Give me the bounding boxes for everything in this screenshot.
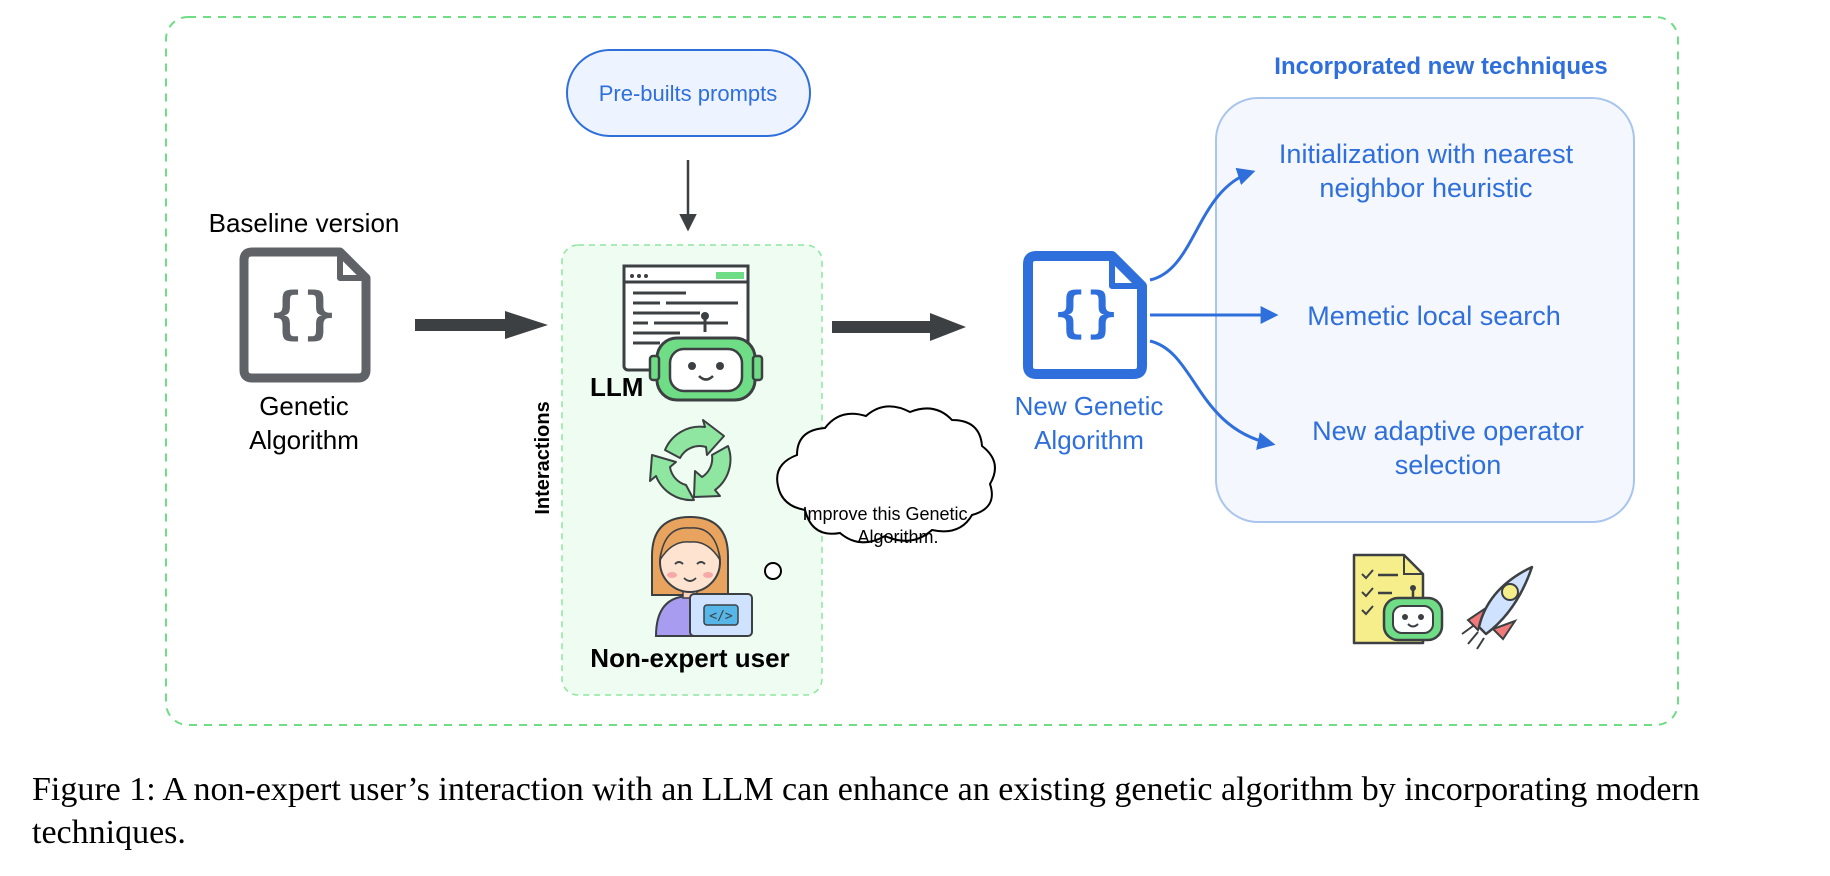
robot-icon	[648, 312, 764, 402]
technique-arrow-1	[1149, 167, 1256, 282]
interactions-label: Interactions	[532, 401, 554, 514]
flow-arrow-1	[415, 311, 548, 339]
new-genetic-algorithm-line1: New Genetic	[1015, 391, 1164, 421]
diagram: Pre-builts prompts Baseline version {} G…	[165, 16, 1679, 726]
genetic-algorithm-line2: Algorithm	[249, 425, 359, 455]
llm-label: LLM	[590, 372, 643, 402]
rocket-icon	[1461, 565, 1534, 650]
outer-frame	[165, 16, 1679, 726]
technique-3-line2: selection	[1395, 450, 1502, 480]
svg-text:</>: </>	[709, 609, 733, 624]
figure-caption: Figure 1: A non-expert user’s interactio…	[32, 771, 1700, 851]
techniques-title: Incorporated new techniques	[1274, 53, 1607, 80]
technique-1-line2: neighbor heuristic	[1319, 173, 1532, 203]
speech-line2: Algorithm.	[857, 527, 938, 547]
technique-3-line1: New adaptive operator	[1312, 416, 1584, 446]
techniques-panel	[1215, 97, 1635, 523]
genetic-algorithm-line1: Genetic	[259, 391, 349, 421]
laptop-code-icon: </>	[689, 593, 753, 637]
svg-text:{}: {}	[269, 281, 336, 346]
refresh-cycle-icon	[649, 419, 732, 502]
technique-2-line1: Memetic local search	[1307, 301, 1561, 331]
checklist-robot-icon	[1352, 553, 1444, 645]
speech-line1: Improve this Genetic	[802, 504, 967, 524]
prebuilt-prompts-box: Pre-builts prompts	[566, 49, 811, 137]
user-avatar-icon	[651, 515, 729, 637]
new-genetic-algorithm-line2: Algorithm	[1034, 425, 1144, 455]
new-code-file-icon: {}	[1023, 251, 1147, 379]
code-file-icon: {}	[239, 247, 371, 383]
flow-arrow-2	[832, 313, 966, 341]
svg-text:{}: {}	[1053, 281, 1118, 344]
baseline-label: Baseline version	[209, 208, 400, 238]
technique-arrow-3	[1149, 339, 1276, 450]
technique-1-line1: Initialization with nearest	[1279, 139, 1574, 169]
thought-bubble: Improve this Genetic Algorithm.	[764, 405, 996, 580]
non-expert-label: Non-expert user	[590, 643, 789, 673]
prebuilt-prompts-label: Pre-builts prompts	[599, 81, 778, 106]
